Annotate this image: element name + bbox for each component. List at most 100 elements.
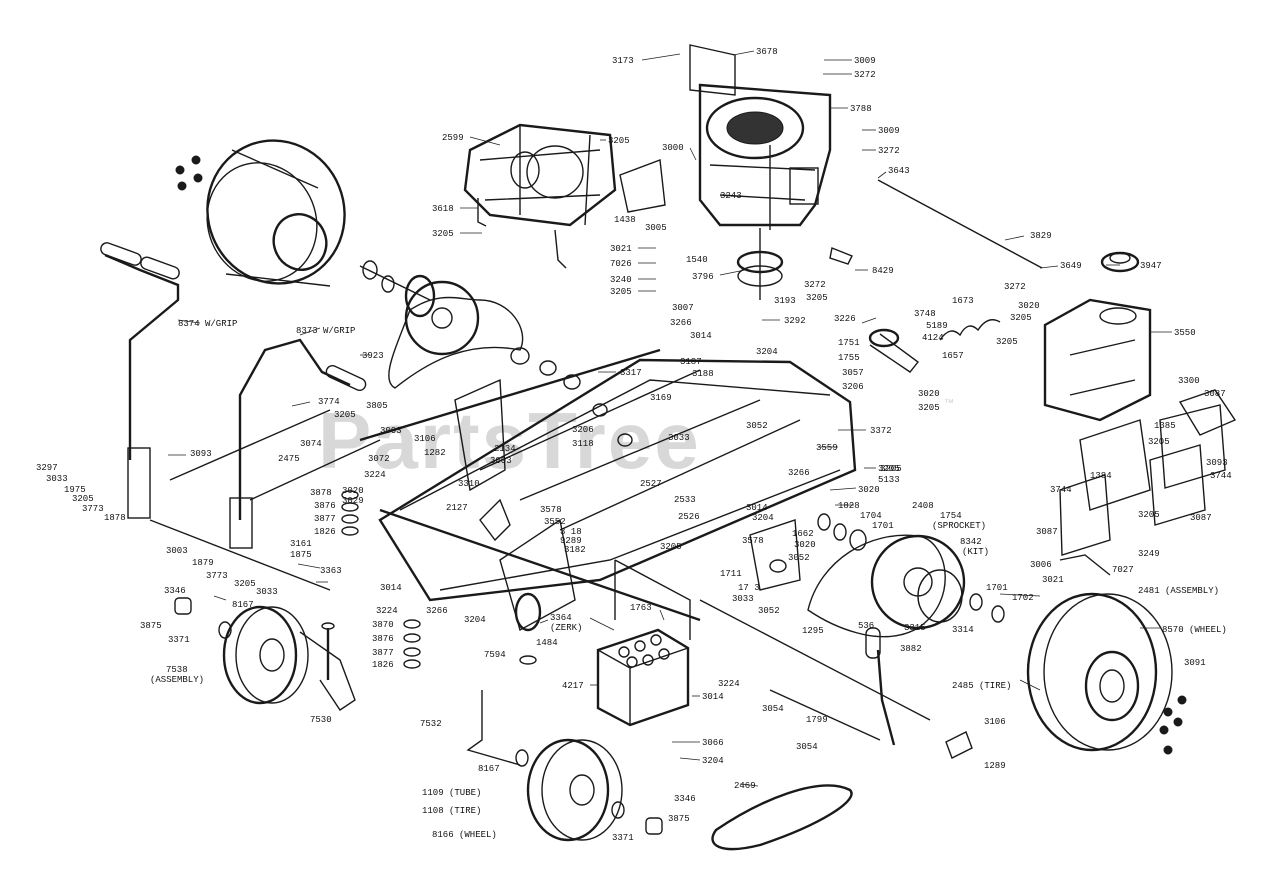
part-label: 1755 — [838, 353, 860, 363]
part-label: 3744 — [1210, 471, 1232, 481]
part-label: 8166 (WHEEL) — [432, 830, 497, 840]
part-label: 3371 — [168, 635, 190, 645]
part-label: 3578 — [742, 536, 764, 546]
part-label: 1704 — [860, 511, 882, 521]
part-label: 3205 — [996, 337, 1018, 347]
frame-sprocket-small — [479, 498, 511, 542]
part-label: 8570 (WHEEL) — [1162, 625, 1227, 635]
part-label: 3224 — [364, 470, 386, 480]
drive-belt — [711, 784, 853, 851]
engine-bracket — [689, 44, 736, 96]
part-label: 3272 — [854, 70, 876, 80]
part-label: 2527 — [640, 479, 662, 489]
part-label: 2533 — [674, 495, 696, 505]
part-label: 1282 — [424, 448, 446, 458]
part-label: 3033 — [732, 594, 754, 604]
part-label: 3243 — [720, 191, 742, 201]
part-label: 3550 — [1174, 328, 1196, 338]
part-label: 7026 — [610, 259, 632, 269]
part-label: 3066 — [702, 738, 724, 748]
part-label: 1108 (TIRE) — [422, 806, 481, 816]
part-label: 3033 — [46, 474, 68, 484]
engine — [698, 83, 832, 230]
part-label: 3021 — [1042, 575, 1064, 585]
part-label: 3649 — [1060, 261, 1082, 271]
part-label: 3206 — [842, 382, 864, 392]
part-label: 3014 — [702, 692, 724, 702]
part-label: 3205 — [1138, 510, 1160, 520]
caster-spindle-left — [321, 622, 335, 680]
part-label: 2599 — [442, 133, 464, 143]
part-label: 3091 — [1184, 658, 1206, 668]
rear-sprocket — [404, 280, 480, 356]
part-label: 3788 — [850, 104, 872, 114]
part-label: 4217 — [562, 681, 584, 691]
shift-rod — [477, 198, 487, 227]
part-label: 3021 — [610, 244, 632, 254]
part-label: 3829 — [1030, 231, 1052, 241]
part-label: 2134 — [494, 444, 516, 454]
part-label: 2408 — [912, 501, 934, 511]
part-label: 3297 — [36, 463, 58, 473]
part-label: 3923 — [362, 351, 384, 361]
part-label: 3 18 — [560, 527, 582, 537]
caster-spacers-left — [174, 597, 232, 639]
part-label: 3006 — [1030, 560, 1052, 570]
part-label: 3161 — [290, 539, 312, 549]
part-label: (ZERK) — [550, 623, 582, 633]
part-label: 3205 — [1010, 313, 1032, 323]
part-label: 3003 — [490, 456, 512, 466]
rear-right-wheel — [1026, 592, 1173, 752]
part-label: 1438 — [614, 215, 636, 225]
part-label: 3315 — [904, 623, 926, 633]
part-label: 1662 — [792, 529, 814, 539]
part-label: 3033 — [256, 587, 278, 597]
part-label: 3805 — [366, 401, 388, 411]
part-label: 3292 — [784, 316, 806, 326]
fuel-tank — [1043, 298, 1152, 422]
part-label: 3188 — [692, 369, 714, 379]
part-label: 1701 — [986, 583, 1008, 593]
part-label: 536 — [858, 621, 874, 631]
part-label: 3205 — [432, 229, 454, 239]
part-label: 3774 — [318, 397, 340, 407]
part-label: 3020 — [1018, 301, 1040, 311]
part-label: 3204 — [464, 615, 486, 625]
transmission — [463, 123, 617, 269]
part-label: 7594 — [484, 650, 506, 660]
part-label: 7027 — [1112, 565, 1134, 575]
part-label: (KIT) — [962, 547, 989, 557]
part-label: 3093 — [1206, 458, 1228, 468]
part-label: 3205 — [334, 410, 356, 420]
part-label: 2481 (ASSEMBLY) — [1138, 586, 1219, 596]
part-label: 3205 — [72, 494, 94, 504]
drive-chain-right — [807, 534, 946, 638]
part-label: 3744 — [1050, 485, 1072, 495]
front-left-caster-wheel — [222, 605, 356, 711]
part-label: 3364 — [550, 613, 572, 623]
part-label: 1711 — [720, 569, 742, 579]
part-label: 3003 — [166, 546, 188, 556]
wheel-lug-nuts — [175, 155, 203, 191]
part-label: 3093 — [190, 449, 212, 459]
part-label: 1673 — [952, 296, 974, 306]
front-right-caster-wheel — [526, 738, 623, 842]
part-label: 8373 W/GRIP — [296, 326, 355, 336]
right-lever-bracket — [749, 519, 801, 591]
engine-pulley — [736, 228, 784, 300]
right-control-lever — [238, 338, 367, 520]
part-label: 5133 — [878, 475, 900, 485]
part-label: 3072 — [368, 454, 390, 464]
caster-fork-right — [466, 690, 663, 835]
part-label: 3173 — [612, 56, 634, 66]
part-label: 3877 — [372, 648, 394, 658]
part-label: 3182 — [564, 545, 586, 555]
part-label: 9289 — [560, 536, 582, 546]
watermark-trademark: ™ — [944, 398, 954, 409]
part-label: 3205 — [234, 579, 256, 589]
part-label: 3205 — [610, 287, 632, 297]
part-label: 3552 — [544, 517, 566, 527]
part-label: 3074 — [300, 439, 322, 449]
part-label: 3204 — [752, 513, 774, 523]
part-label: 3748 — [914, 309, 936, 319]
